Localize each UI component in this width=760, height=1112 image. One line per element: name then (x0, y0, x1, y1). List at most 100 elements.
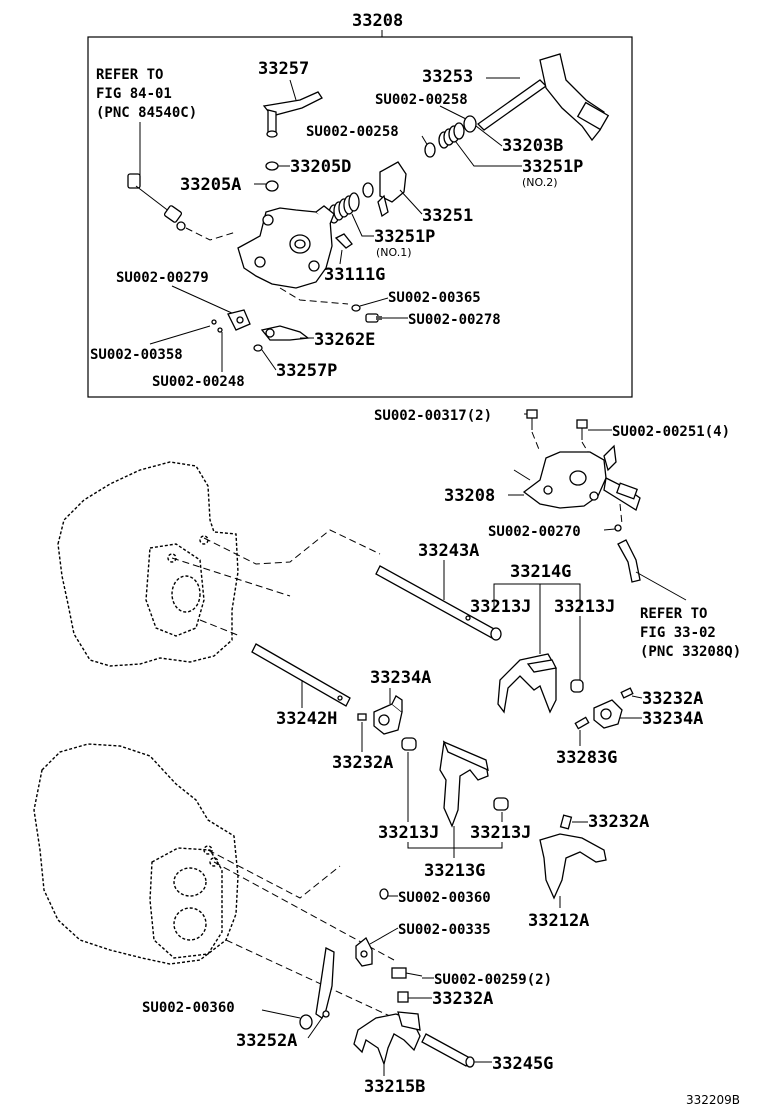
label-33232a-b: 33232A (332, 753, 393, 773)
bolt-dash-b (581, 441, 589, 453)
leader-33203b (475, 125, 503, 147)
label-33253: 33253 (422, 67, 473, 87)
case-upper-hole-a (167, 553, 177, 563)
label-su00258-b: SU002-00258 (306, 124, 399, 140)
label-su00259: SU002-00259(2) (434, 972, 552, 988)
lower-dash-3 (225, 939, 421, 1031)
lock-su00335 (355, 936, 373, 967)
label-33234a-a: 33234A (370, 668, 431, 688)
shaft-dash-1 (203, 529, 381, 565)
case-lower-bore-a (173, 867, 207, 897)
shaft-33243a (375, 565, 502, 641)
label-33205a: 33205A (180, 175, 241, 195)
hose (617, 539, 641, 583)
cable-dash (185, 227, 237, 241)
label-33243a: 33243A (418, 541, 479, 561)
oring-su00360-b (299, 1014, 313, 1030)
label-33232a-d: 33232A (432, 989, 493, 1009)
label-su00251: SU002-00251(4) (612, 424, 730, 440)
label-33213j-a: 33213J (470, 597, 531, 617)
refer-line-2: FIG 84-01 (96, 86, 172, 102)
label-no1: (NO.1) (376, 246, 412, 259)
fork-33212a (539, 833, 607, 900)
refer-line-1: REFER TO (96, 67, 163, 83)
label-33251p-no1: 33251P (374, 227, 435, 247)
lever-33252a (315, 947, 335, 1019)
label-su00279: SU002-00279 (116, 270, 209, 286)
shift-lever-33257 (262, 91, 323, 138)
leader-su00358 (149, 325, 211, 345)
label-33213j-d: 33213J (470, 823, 531, 843)
bolt-su00259 (391, 967, 423, 979)
label-su00270: SU002-00270 (488, 524, 581, 540)
hose-leader (635, 571, 687, 601)
label-33205d: 33205D (290, 157, 351, 177)
oring-su00365 (351, 304, 361, 312)
label-su00335: SU002-00335 (398, 922, 491, 938)
switch-su00278 (365, 313, 382, 323)
leader-33251p-no2 (455, 141, 522, 167)
bracket-33213g (407, 842, 503, 849)
case-lower-hole-a (203, 845, 213, 855)
refer-note-33-02: REFER TO FIG 33-02 (PNC 33208Q) (640, 606, 741, 660)
case-upper-hole-b (199, 535, 209, 545)
assembly-33208-small (513, 444, 641, 511)
leader-33232a-a (631, 695, 643, 699)
shift-housing-33111g (237, 205, 353, 289)
refer2-line-2: FIG 33-02 (640, 625, 716, 641)
fork-33213g (439, 740, 489, 828)
housing-dash (279, 287, 349, 305)
label-33213g: 33213G (424, 861, 485, 881)
label-33215b: 33215B (364, 1077, 425, 1097)
shoe-33213j-d (493, 797, 509, 811)
label-su00258-a: SU002-00258 (375, 92, 468, 108)
label-su00360-b: SU002-00360 (142, 1000, 235, 1016)
refer2-line-1: REFER TO (640, 606, 707, 622)
shaft-dash-3 (199, 619, 241, 637)
case-upper-inner (145, 543, 205, 637)
leader-33257 (289, 79, 297, 101)
gasket-su00270 (614, 524, 622, 532)
bracket-33214g (493, 583, 581, 612)
block-33234a-a (373, 695, 403, 735)
pin-33257p (253, 344, 263, 352)
label-33203b: 33203B (502, 136, 563, 156)
label-33251: 33251 (422, 206, 473, 226)
label-su00248: SU002-00248 (152, 374, 245, 390)
oring-su00360-a (379, 888, 389, 900)
refer-line-3: (PNC 84540C) (96, 105, 197, 121)
leader-33111g (339, 249, 343, 265)
case-lower-hole-b (209, 857, 219, 867)
leader-su00365 (359, 297, 389, 307)
selector-33251 (362, 161, 407, 218)
pin-su00358-b (217, 327, 223, 333)
bolt-su00317 (526, 409, 538, 430)
label-33257p: 33257P (276, 361, 337, 381)
washer-33205d (265, 161, 279, 171)
label-33111g: 33111G (324, 265, 385, 285)
label-33262e: 33262E (314, 330, 375, 350)
lower-dash-1 (207, 849, 341, 899)
shift-cable-end (127, 173, 186, 231)
case-lower-bore-b (173, 907, 207, 941)
pin-su00358-a (211, 319, 217, 325)
pin-33232a-a (620, 687, 634, 699)
refer2-line-3: (PNC 33208Q) (640, 644, 741, 660)
shaft-dash-2 (171, 557, 291, 597)
pin-33232a-b (357, 713, 367, 721)
label-33213j-c: 33213J (378, 823, 439, 843)
label-su00360-a: SU002-00360 (398, 890, 491, 906)
shift-shaft-33253 (476, 53, 610, 142)
label-33242h: 33242H (276, 709, 337, 729)
label-33234a-b: 33234A (642, 709, 703, 729)
label-su00278: SU002-00278 (408, 312, 501, 328)
fork-33215b (353, 1011, 421, 1067)
leader-33257p (261, 349, 277, 371)
label-33257: 33257 (258, 59, 309, 79)
case-upper (57, 461, 239, 667)
shaft-33242h (251, 643, 351, 707)
bolt-su00251 (576, 419, 588, 440)
leader-33252a (307, 1017, 323, 1039)
label-33232a-a: 33232A (642, 689, 703, 709)
